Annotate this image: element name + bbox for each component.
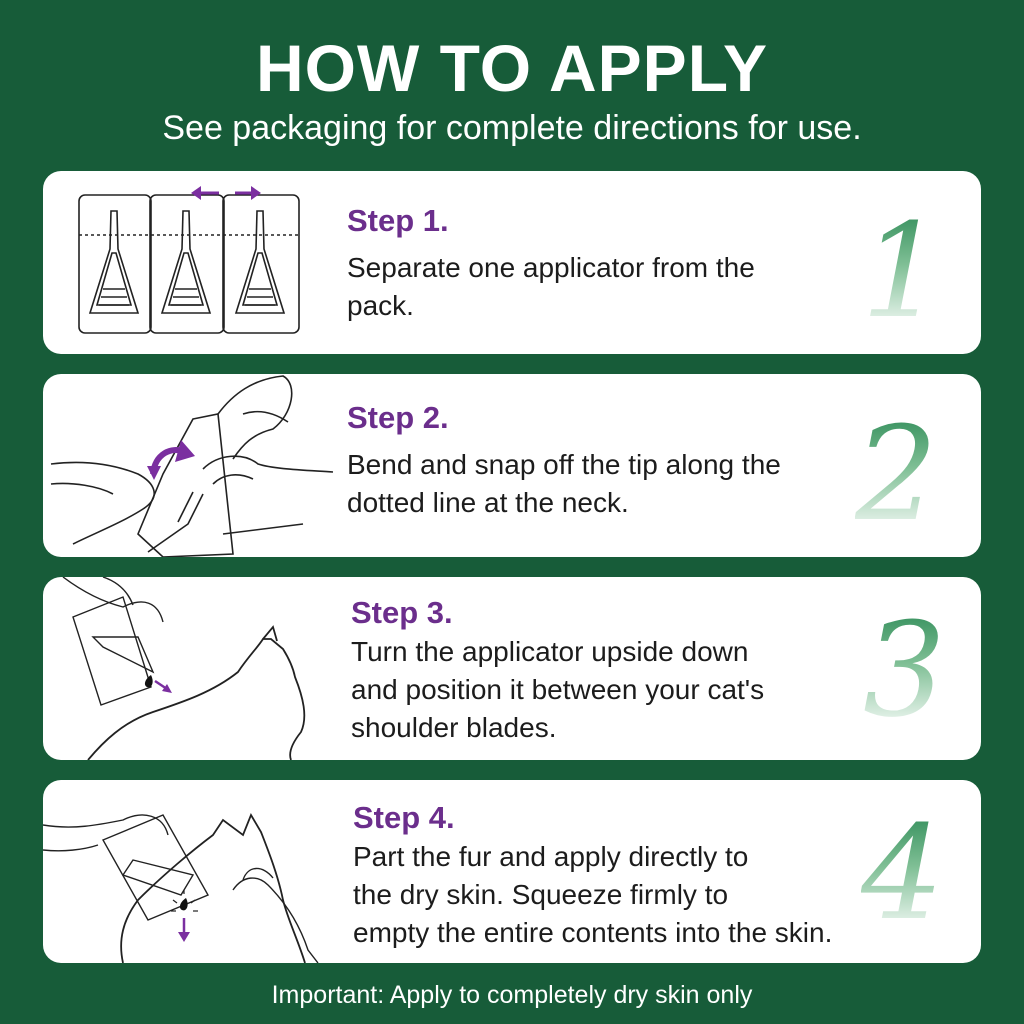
step-2-label: Step 2.	[347, 400, 449, 435]
applicator-pack-illustration	[78, 186, 300, 334]
step-1-label: Step 1.	[347, 203, 449, 238]
step-3-label: Step 3.	[351, 595, 453, 630]
step-2-card: Step 2. Bend and snap off the tip along …	[43, 374, 981, 557]
down-arrow-icon	[178, 918, 190, 942]
step-2-number: 2	[855, 398, 938, 550]
step-4-text: Part the fur and apply directly to the d…	[353, 841, 833, 948]
step-1-number: 1	[861, 195, 944, 347]
step-3-number: 3	[863, 594, 946, 746]
step-2-text: Bend and snap off the tip along the dott…	[347, 449, 781, 518]
apply-to-skin-illustration	[43, 812, 319, 963]
step-3-text: Turn the applicator upside down and posi…	[351, 636, 765, 743]
down-arrow-icon	[154, 679, 172, 693]
step-3-card: Step 3. Turn the applicator upside down …	[43, 577, 981, 760]
drop-icon	[144, 675, 153, 688]
page-title: HOW TO APPLY	[256, 31, 768, 105]
important-note: Important: Apply to completely dry skin …	[271, 981, 753, 1009]
squeeze-burst-icon	[171, 890, 198, 912]
step-4-card: Step 4. Part the fur and apply directly …	[43, 780, 981, 963]
snap-tip-illustration	[50, 375, 334, 557]
step-4-number: 4	[861, 797, 944, 949]
bend-arrow-icon	[147, 440, 195, 480]
page-subtitle: See packaging for complete directions fo…	[162, 109, 862, 147]
position-applicator-illustration	[62, 577, 306, 760]
drop-icon	[179, 898, 188, 911]
separate-arrows-icon	[191, 186, 261, 200]
step-1-card: Step 1. Separate one applicator from the…	[43, 171, 981, 354]
step-4-label: Step 4.	[353, 800, 455, 835]
step-1-text: Separate one applicator from the pack.	[347, 252, 755, 321]
